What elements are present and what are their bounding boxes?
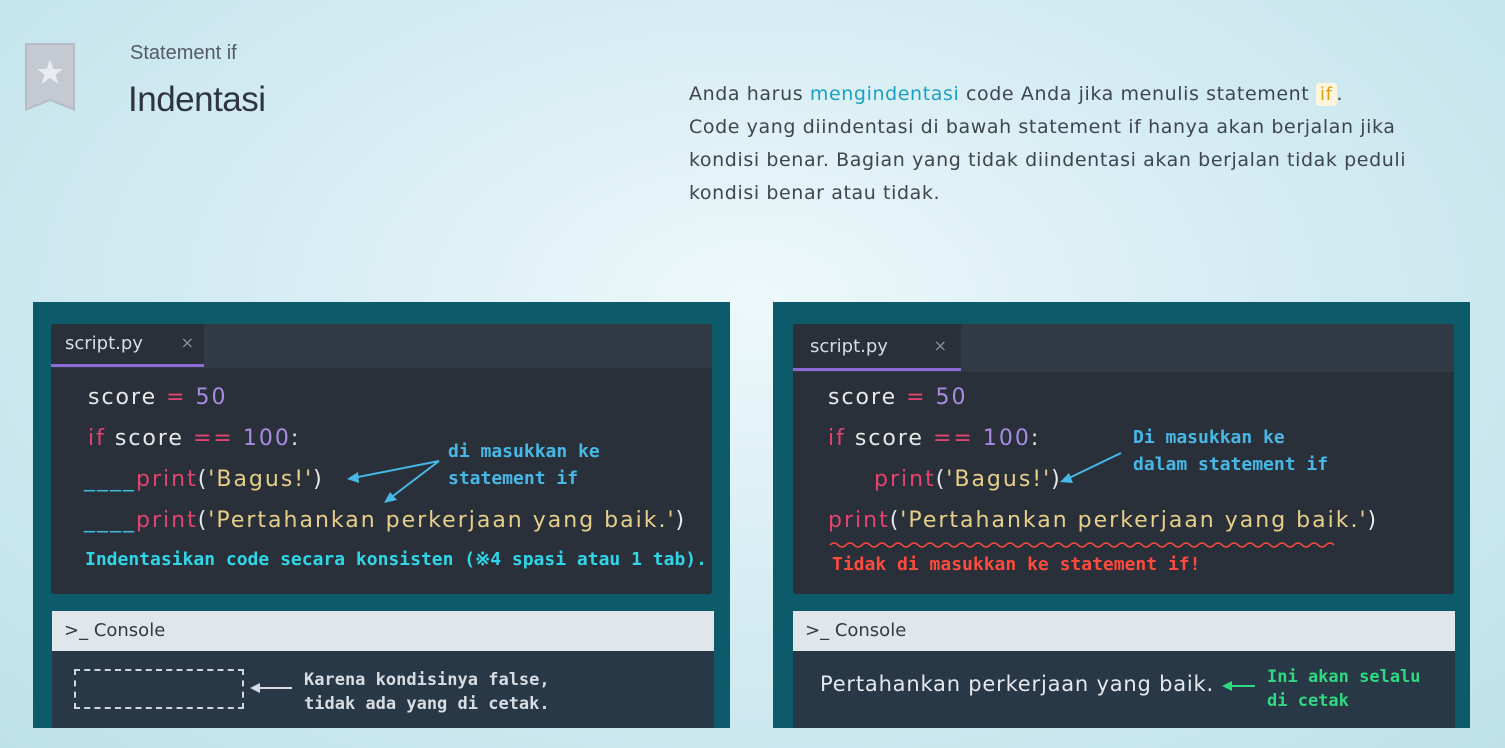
annotation-consistent: Indentasikan code secara konsisten (※4 s… [85, 549, 707, 570]
editor-tabbar: script.py × [793, 324, 1454, 372]
console-label: >_ Console [805, 620, 907, 641]
console-output: Pertahankan perkerjaan yang baik. [820, 672, 1214, 696]
lesson-description: Anda harus mengindentasi code Anda jika … [689, 78, 1469, 210]
code-line-3: print('Bagus!') [874, 467, 1062, 492]
code-line-4: ____print('Pertahankan perkerjaan yang b… [84, 508, 687, 533]
console-label: >_ Console [64, 620, 166, 641]
inline-code-if: if [1316, 83, 1337, 106]
tab-script-py[interactable]: script.py × [51, 324, 204, 367]
annotation-indent: di masukkan ke statement if [448, 441, 600, 489]
close-icon[interactable]: × [180, 333, 194, 352]
console-panel: >_ Console Karena kondisinya false, tida… [52, 611, 714, 728]
arrow-icon [1222, 681, 1255, 691]
arrow-icon [347, 460, 440, 503]
code-line-2: if score == 100: [88, 426, 301, 451]
bookmark-star-icon[interactable] [25, 43, 75, 111]
indent-link[interactable]: mengindentasi [809, 83, 960, 105]
code-line-1: score = 50 [828, 385, 968, 410]
annotation-outside: Tidak di masukkan ke statement if! [832, 554, 1201, 575]
left-example-panel: script.py × score = 50 if score == 100: … [33, 302, 730, 728]
indent-marker: ____ [84, 508, 136, 533]
annotation-inside: Di masukkan ke dalam statement if [1133, 427, 1329, 475]
terminal-prompt-icon: >_ [805, 620, 835, 641]
tab-label: script.py [65, 333, 143, 354]
empty-output-box [74, 669, 244, 709]
squiggle-underline [829, 452, 1335, 548]
code-line-1: score = 50 [88, 385, 228, 410]
console-panel: >_ Console Pertahankan perkerjaan yang b… [793, 611, 1455, 728]
code-line-3: ____print('Bagus!') [84, 467, 324, 492]
console-header: >_ Console [793, 611, 1455, 651]
annotation-false: Karena kondisinya false, tidak ada yang … [304, 670, 550, 714]
tab-script-py[interactable]: script.py × [793, 324, 961, 371]
desc-text: . [1336, 83, 1344, 105]
terminal-prompt-icon: >_ [64, 620, 94, 641]
right-example-panel: script.py × score = 50 if score == 100: … [773, 302, 1470, 728]
code-editor: script.py × score = 50 if score == 100: … [51, 324, 712, 594]
annotation-always-printed: Ini akan selalu di cetak [1267, 667, 1421, 711]
code-editor: script.py × score = 50 if score == 100: … [793, 324, 1454, 594]
desc-text: Anda harus [689, 83, 810, 105]
desc-line: kondisi benar. Bagian yang tidak diinden… [689, 149, 1407, 171]
code-line-2: if score == 100: [828, 426, 1041, 451]
arrow-icon [250, 683, 292, 693]
lesson-subtitle: Statement if [130, 42, 237, 64]
close-icon[interactable]: × [933, 336, 947, 355]
desc-line: Code yang diindentasi di bawah statement… [689, 116, 1396, 138]
console-header: >_ Console [52, 611, 714, 651]
code-line-4: print('Pertahankan perkerjaan yang baik.… [828, 508, 1379, 533]
indent-marker: ____ [84, 467, 136, 492]
lesson-title: Indentasi [128, 80, 266, 119]
editor-tabbar: script.py × [51, 324, 712, 368]
tab-label: script.py [810, 336, 888, 357]
desc-text: code Anda jika menulis statement [959, 83, 1316, 105]
desc-line: kondisi benar atau tidak. [689, 182, 941, 204]
